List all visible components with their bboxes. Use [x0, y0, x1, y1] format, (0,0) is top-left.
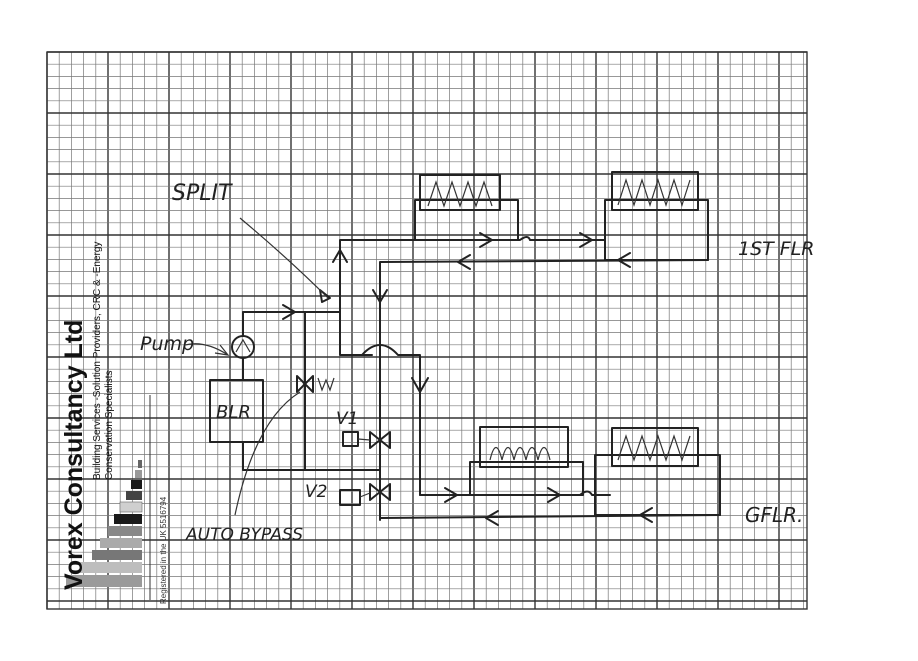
label-auto-bypass: AUTO BYPASS: [185, 525, 303, 545]
label-first-floor: 1ST FLR: [738, 238, 815, 260]
split-leader: [239, 217, 329, 299]
company-tagline-2: Conservation Specialists: [104, 371, 115, 481]
logo-bar: [138, 460, 142, 468]
logo-bar: [114, 514, 142, 524]
pipe-1st-return: [379, 259, 709, 521]
return-arrow: [485, 510, 499, 526]
v1-link: [357, 438, 371, 441]
logo-bar: [135, 470, 142, 478]
v2-link: [359, 492, 371, 498]
company-tagline: Building Services -Solution Providers, C…: [92, 242, 103, 480]
label-ground-floor: GFLR.: [745, 503, 803, 527]
logo-bar: [119, 501, 143, 513]
v1-actuator: [342, 431, 359, 447]
logo-bar: [126, 491, 142, 500]
flow-arrow: [332, 249, 348, 263]
radiator-fins: [427, 180, 493, 208]
auto-bypass-valve: [296, 375, 314, 393]
flow-arrow: [579, 232, 593, 248]
radiator-1st-b: [611, 171, 699, 211]
flow-arrow: [444, 487, 458, 503]
pipe-split-down: [339, 311, 373, 356]
label-boiler: BLR: [216, 402, 251, 423]
logo-bar: [80, 562, 142, 573]
pump-leader: [184, 343, 229, 356]
radiator-fins: [489, 446, 551, 461]
v2-actuator: [339, 489, 361, 506]
radiator-gf-b: [611, 427, 699, 467]
pipe-return-main: [242, 441, 381, 471]
pipe-gf-flow-drop: [361, 344, 421, 496]
logo-bar: [131, 480, 142, 489]
bypass-leader: [234, 391, 301, 516]
return-arrow: [617, 252, 631, 268]
radiator-1st-a: [419, 174, 501, 211]
radiator-gf-a: [479, 426, 569, 468]
zone-valve-v2: [369, 483, 391, 501]
radiator-fins: [617, 178, 691, 207]
company-name: Vorex Consultancy Ltd: [60, 320, 88, 590]
pipe-1st-flow: [414, 236, 606, 241]
pipe-split-up: [339, 239, 416, 313]
return-arrow: [639, 507, 653, 523]
piping-schematic: [184, 171, 721, 526]
pipe-flow-main: [242, 311, 341, 337]
pump-leader-arrow: [214, 344, 230, 356]
logo-bar: [66, 575, 142, 587]
logo-bar: [100, 538, 142, 548]
label-v2: V2: [305, 482, 327, 502]
return-arrow: [372, 289, 388, 303]
flow-arrow: [282, 304, 296, 320]
logo-bar: [108, 526, 142, 536]
label-pump: Pump: [140, 333, 194, 355]
company-registration: Registered in the UK 5516794: [159, 496, 168, 604]
return-arrow: [457, 254, 471, 270]
boiler-box: [209, 379, 264, 443]
zone-valve-v1: [369, 431, 391, 449]
pipe-gf-return: [379, 514, 721, 519]
radiator-1st-a-body: [414, 199, 519, 241]
radiator-gf-a-body: [469, 461, 584, 496]
label-split: SPLIT: [172, 181, 233, 206]
split-marker: [319, 289, 331, 303]
pump-icon: [235, 338, 251, 353]
company-logo: [66, 395, 151, 600]
sheet-border: [46, 51, 808, 610]
logo-bar: [92, 550, 142, 560]
valve-actuator: [317, 377, 335, 392]
label-v1: V1: [336, 409, 358, 429]
radiator-fins: [617, 434, 691, 462]
flow-arrow: [411, 377, 429, 393]
